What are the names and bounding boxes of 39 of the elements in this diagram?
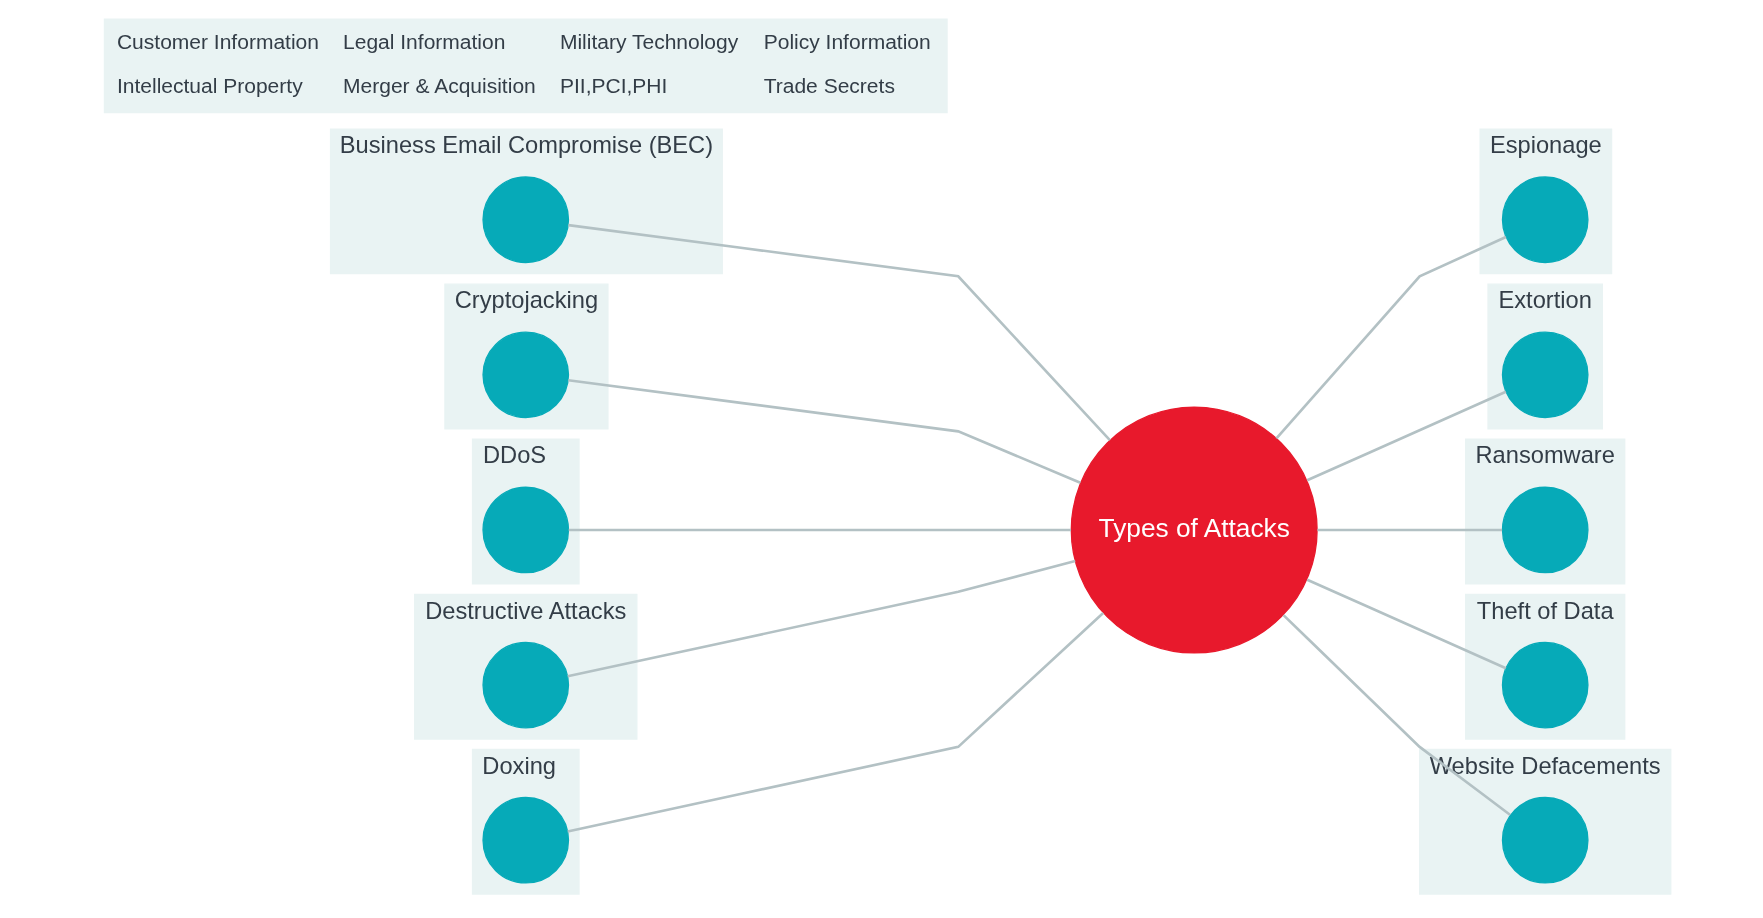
cluster: Espionage — [1478, 128, 1612, 275]
node-circle — [1501, 641, 1589, 729]
cluster: Extortion — [1486, 283, 1603, 430]
label: Legal Information — [342, 29, 505, 53]
connector — [567, 223, 1111, 442]
node-circle — [481, 796, 569, 884]
label: Policy Information — [763, 29, 931, 53]
label: Trade Secrets — [763, 74, 895, 98]
cluster: Doxing — [471, 748, 580, 895]
connector — [566, 559, 1076, 678]
cluster: Website Defacements — [1418, 748, 1671, 895]
connector — [566, 611, 1104, 833]
label: PII,PCI,PHI — [559, 74, 667, 98]
node-circle — [1501, 796, 1589, 884]
node-circle: Types of Attacks — [1070, 406, 1318, 654]
node-circle — [481, 331, 569, 419]
cluster: Ransomware — [1464, 438, 1625, 585]
cluster: Destructive Attacks — [413, 593, 637, 740]
connector — [567, 378, 1081, 484]
node-circle — [1501, 331, 1589, 419]
label: Merger & Acquisition — [342, 74, 536, 98]
cluster: Theft of Data — [1464, 593, 1625, 740]
node-circle — [1501, 176, 1589, 264]
cluster: Business Email Compromise (BEC) — [329, 128, 723, 275]
connector — [1282, 614, 1511, 816]
label: Military Technology — [559, 29, 738, 53]
cluster: DDoS — [471, 438, 580, 585]
connector — [568, 528, 1071, 532]
node-circle — [481, 641, 569, 729]
label: Customer Information — [116, 29, 319, 53]
connector — [1316, 528, 1502, 532]
cluster: Cryptojacking — [443, 283, 609, 430]
label: Intellectual Property — [116, 74, 303, 98]
connector — [1274, 235, 1506, 440]
connector — [1306, 578, 1506, 670]
node-circle — [1501, 486, 1589, 574]
node-circle — [481, 486, 569, 574]
node-circle — [481, 176, 569, 264]
connector — [1306, 390, 1506, 482]
